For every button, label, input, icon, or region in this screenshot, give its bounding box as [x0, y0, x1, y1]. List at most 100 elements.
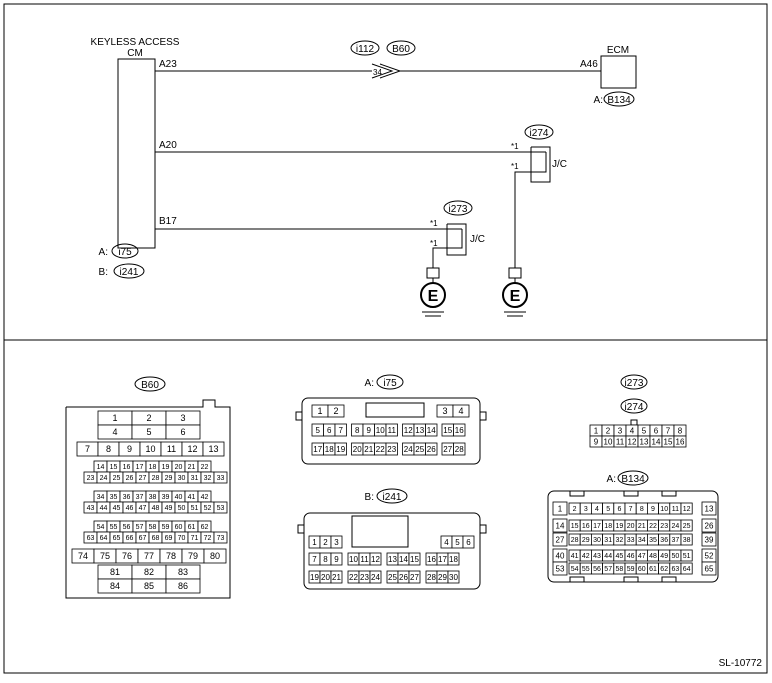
pin-number: 6: [617, 506, 621, 513]
pin-number: 62: [201, 524, 209, 531]
pin-number: 49: [660, 553, 668, 560]
pin-number: 55: [110, 524, 118, 531]
pin-cell: [213, 501, 228, 514]
pin-number: 19: [336, 445, 345, 454]
pin-cell: [334, 423, 347, 437]
wire-b17: B17 *1 *1 J/C i273: [155, 200, 485, 268]
ground-right-label: E: [510, 288, 521, 305]
pin-number: 61: [188, 524, 196, 531]
pin-number: 12: [628, 437, 637, 446]
pin-cell: [453, 442, 466, 456]
pin-number: 18: [325, 445, 334, 454]
pin-number: 18: [604, 523, 612, 530]
pin-number: 47: [638, 553, 646, 560]
connector-i241-label: i241: [383, 492, 402, 503]
pin-number: 24: [404, 445, 413, 454]
pin-number: 68: [152, 535, 160, 542]
connector-i75-latch-r: [479, 411, 487, 421]
pin-number: 2: [333, 406, 338, 416]
pin-number: 23: [360, 573, 369, 582]
pin-number: 26: [399, 573, 408, 582]
pin-number: 17: [438, 555, 447, 564]
pin-number: 39: [162, 494, 170, 501]
pin-number: 58: [616, 566, 624, 573]
pin-number: 14: [427, 426, 436, 435]
pin-number: 44: [100, 505, 108, 512]
pin-number: 17: [593, 523, 601, 530]
pin-number: 14: [399, 555, 408, 564]
pin-number: 9: [334, 555, 339, 564]
connector-i273-label: i273: [625, 378, 644, 389]
pin-number: 6: [327, 426, 332, 435]
pin-number: 11: [672, 506, 679, 513]
pin-a23: A23: [159, 59, 177, 70]
pin-number: 63: [87, 535, 95, 542]
pin-number: 76: [122, 551, 132, 561]
conn-i274: i274: [530, 128, 549, 139]
pin-number: 15: [664, 437, 673, 446]
pin-number: 37: [672, 537, 680, 544]
connector-b134-prefix: A:: [607, 474, 616, 485]
pin-cell: [425, 423, 438, 437]
conn-i274-tag: [524, 124, 554, 140]
pin-number: 56: [593, 566, 601, 573]
pin-cell: [680, 502, 693, 515]
pin-number: 10: [604, 437, 613, 446]
pin-number: 8: [323, 555, 328, 564]
module-conn-b-tag: [113, 263, 145, 279]
pin-cell: [330, 570, 343, 584]
pin-number: 38: [149, 494, 157, 501]
pin-cell: [330, 552, 343, 566]
pin-number: 32: [204, 475, 212, 482]
pin-number: 82: [144, 567, 154, 577]
pin-number: 8: [355, 426, 360, 435]
pin-number: 85: [144, 581, 154, 591]
pin-number: 6: [180, 427, 185, 437]
pin-number: 23: [387, 445, 396, 454]
pin-cell: [452, 404, 470, 418]
ecm-conn-tag: [603, 91, 635, 107]
pin-number: 57: [136, 524, 144, 531]
pin-number: 2: [606, 426, 611, 435]
pin-number: 16: [676, 437, 685, 446]
pin-number: 40: [175, 494, 183, 501]
jc-i274-box: [530, 146, 551, 183]
pin-number: 51: [191, 505, 199, 512]
pin-number: 16: [427, 555, 436, 564]
pin-number: 23: [660, 523, 668, 530]
pin-cell: [369, 552, 382, 566]
pin-number: 59: [162, 524, 170, 531]
module-title-line1: KEYLESS ACCESS: [91, 37, 180, 48]
pin-number: 58: [149, 524, 157, 531]
pin-number: 40: [556, 551, 565, 560]
pin-number: 44: [604, 553, 612, 560]
pin-number: 20: [627, 523, 635, 530]
pin-number: 22: [376, 445, 385, 454]
pin-number: 6: [466, 538, 471, 547]
pin-number: 4: [595, 506, 599, 513]
pin-number: 3: [442, 406, 447, 416]
a20-star1: *1: [511, 142, 519, 151]
ground-left-label: E: [428, 288, 439, 305]
pin-number: 1: [317, 406, 322, 416]
pin-number: 64: [100, 535, 108, 542]
connector-i75-label: i75: [383, 378, 397, 389]
pin-number: 5: [606, 506, 610, 513]
pin-number: 36: [660, 537, 668, 544]
connector-i241-latch-l: [297, 524, 305, 534]
connector-arrow-outer: [371, 63, 394, 79]
pin-number: 47: [139, 505, 147, 512]
pin-number: 5: [455, 538, 460, 547]
pin-number: 20: [321, 573, 330, 582]
connector-i241-tag: [376, 488, 408, 504]
pin-number: 27: [139, 475, 147, 482]
pin-number: 10: [349, 555, 358, 564]
connector-i274-tag: [620, 398, 648, 414]
pin-number: 56: [123, 524, 131, 531]
pin-cell: [447, 552, 460, 566]
pin-number: 41: [188, 494, 196, 501]
pin-number: 22: [649, 523, 657, 530]
